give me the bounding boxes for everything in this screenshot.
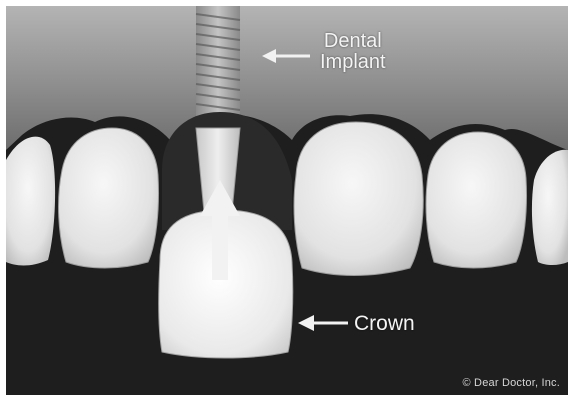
dental-implant-label-line2: Implant [320, 52, 386, 73]
tooth-lateral-right [426, 132, 527, 268]
implant-screw [196, 6, 240, 124]
dental-implant-label: Dental Implant [320, 31, 386, 73]
dental-implant-label-line1: Dental [320, 31, 386, 52]
tooth-central-right [294, 122, 423, 276]
tooth-lateral-left [59, 128, 159, 268]
tooth-left-edge [6, 137, 55, 266]
crown-label: Crown [354, 313, 415, 335]
copyright-notice: © Dear Doctor, Inc. [463, 377, 561, 389]
